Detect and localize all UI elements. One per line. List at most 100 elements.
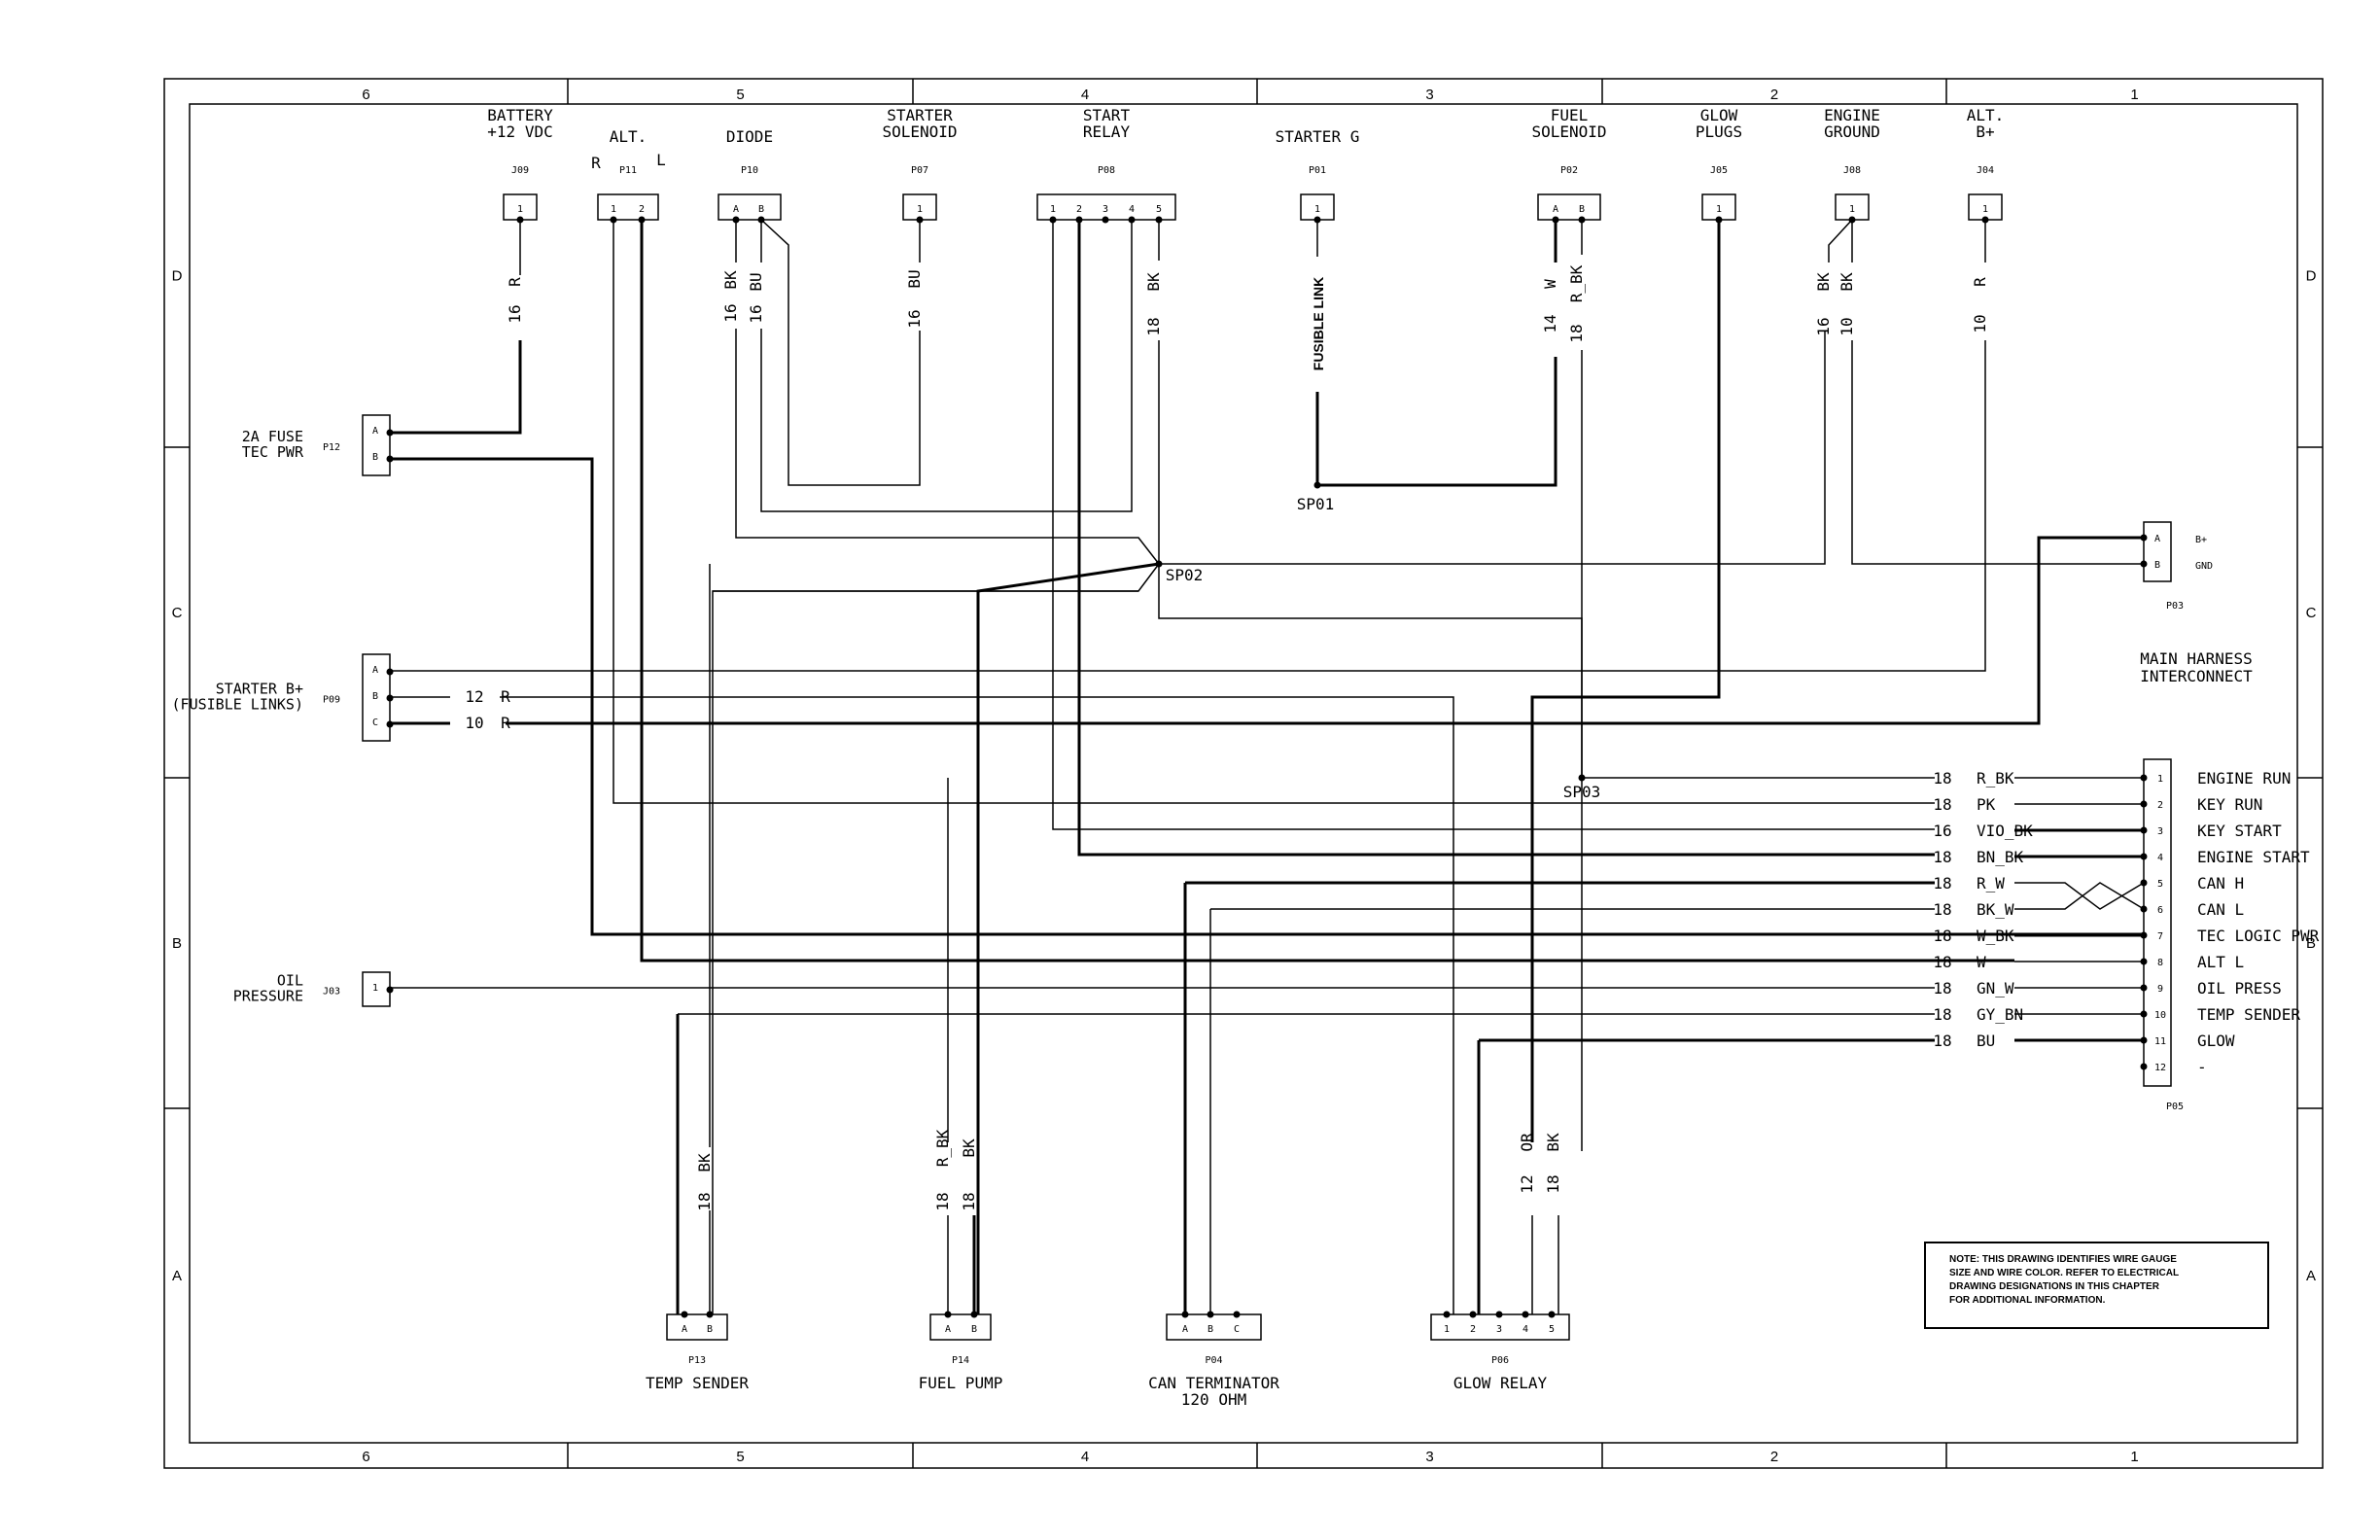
wire-gauge: 16 bbox=[1814, 317, 1833, 335]
wire-color: R bbox=[506, 277, 524, 287]
wire-gauge: 16 bbox=[747, 304, 765, 323]
wire-gauge: 18 bbox=[1544, 1174, 1562, 1193]
pin-dot bbox=[1522, 1311, 1529, 1318]
connector-title: TEMP SENDER bbox=[646, 1374, 749, 1392]
pin-label: 4 bbox=[2157, 853, 2163, 863]
pin-dot bbox=[1848, 216, 1856, 224]
wire-gauge: 18 bbox=[1933, 874, 1951, 892]
connector-title: STARTER G bbox=[1276, 127, 1360, 146]
pin-dot bbox=[386, 429, 394, 437]
connector-title: CAN TERMINATOR bbox=[1148, 1374, 1279, 1392]
pin-label: 4 bbox=[1522, 1324, 1528, 1335]
pin-label: 1 bbox=[517, 204, 523, 215]
p12-housing bbox=[362, 414, 391, 476]
wire bbox=[2014, 882, 2145, 910]
connector-title: FUEL bbox=[1551, 106, 1589, 124]
wire-gauge: 16 bbox=[506, 304, 524, 323]
connector-title: START bbox=[1083, 106, 1131, 124]
pin-dot bbox=[1049, 216, 1057, 224]
pin-label: 1 bbox=[1314, 204, 1320, 215]
wire bbox=[1315, 357, 1558, 487]
splice-label: SP01 bbox=[1297, 495, 1335, 513]
grid-row-label: D bbox=[172, 268, 183, 285]
connector-title: ENGINE bbox=[1824, 106, 1880, 124]
connector-title: DIODE bbox=[726, 127, 773, 146]
wire bbox=[640, 220, 1949, 962]
note-line: DRAWING DESIGNATIONS IN THIS CHAPTER bbox=[1949, 1281, 2160, 1292]
wire-color: BK bbox=[721, 270, 740, 290]
pin-dot bbox=[1578, 774, 1586, 782]
pin-dot bbox=[681, 1311, 688, 1318]
note-text: NOTE: THIS DRAWING IDENTIFIES WIRE GAUGE… bbox=[1949, 1254, 2179, 1306]
grid-column-label: 6 bbox=[362, 1449, 369, 1465]
p10-housing bbox=[718, 193, 782, 221]
fusible-link-label: FUSIBLE LINK bbox=[1311, 277, 1326, 370]
pin-dot bbox=[2140, 958, 2148, 965]
pin-dot bbox=[1207, 1311, 1214, 1318]
grid-column-label: 1 bbox=[2130, 1449, 2138, 1465]
connector-id: P12 bbox=[323, 442, 340, 453]
connector-title: STARTER bbox=[887, 106, 953, 124]
pin-label: A bbox=[1182, 1324, 1188, 1335]
pin-dot bbox=[1128, 216, 1136, 224]
j09-housing bbox=[503, 193, 538, 221]
wire-gauge: 18 bbox=[1567, 324, 1586, 342]
connector-title: (FUSIBLE LINKS) bbox=[172, 696, 303, 714]
pin-label: A bbox=[945, 1324, 951, 1335]
pin-dot bbox=[706, 1311, 714, 1318]
wires bbox=[390, 219, 2145, 1314]
p01-housing bbox=[1300, 193, 1335, 221]
grid-column-label: 4 bbox=[1081, 1449, 1089, 1465]
wire-gauge: 16 bbox=[721, 303, 740, 322]
grid-row-label: D bbox=[2306, 268, 2317, 285]
wire-color: BU bbox=[905, 269, 924, 288]
connector-id: P11 bbox=[619, 165, 637, 176]
pin-label: 2 bbox=[639, 204, 645, 215]
grid-column-label: 1 bbox=[2130, 87, 2138, 103]
connector-id: P02 bbox=[1560, 165, 1578, 176]
wire-gauge: 18 bbox=[1933, 769, 1951, 788]
p08-housing bbox=[1036, 193, 1176, 221]
pin-label: 2 bbox=[1076, 204, 1082, 215]
wire-gauge: 12 bbox=[465, 687, 483, 706]
drawing-frame bbox=[163, 78, 2324, 1469]
connector-id: P14 bbox=[952, 1355, 969, 1366]
connector-title: 2A FUSE bbox=[242, 428, 303, 445]
connector-title: GLOW bbox=[1700, 106, 1738, 124]
pin-label: A bbox=[1553, 204, 1558, 215]
wire-gauge: 18 bbox=[1933, 795, 1951, 814]
pin-dot bbox=[2140, 800, 2148, 808]
grid-column-label: 6 bbox=[362, 87, 369, 103]
connector-title: TEC PWR bbox=[242, 443, 304, 461]
wire-gauge: 18 bbox=[1144, 317, 1163, 335]
wire-gauge: 12 bbox=[1518, 1174, 1536, 1193]
pin-label: 7 bbox=[2157, 931, 2163, 942]
pin-function: CAN H bbox=[2197, 874, 2244, 892]
wire-color: BK bbox=[1838, 272, 1856, 292]
pin-label: 11 bbox=[2154, 1036, 2166, 1047]
pin-dot bbox=[1233, 1311, 1241, 1318]
grid-row-label: C bbox=[2306, 605, 2317, 621]
alt-r-label: R bbox=[591, 154, 601, 172]
pin-dot bbox=[1443, 1311, 1451, 1318]
wire bbox=[1851, 340, 2144, 565]
pin-label: C bbox=[1234, 1324, 1240, 1335]
wire-color: R bbox=[501, 714, 510, 732]
pin-label: 12 bbox=[2154, 1063, 2166, 1073]
wire bbox=[612, 220, 1935, 804]
wire-color: BN_BK bbox=[1977, 848, 2024, 866]
pin-dot bbox=[2140, 1063, 2148, 1070]
pin-dot bbox=[1155, 560, 1163, 568]
wire bbox=[1828, 219, 1853, 262]
connector-title: PLUGS bbox=[1696, 122, 1742, 141]
pin-label: 1 bbox=[372, 983, 378, 994]
connector-id: P10 bbox=[741, 165, 758, 176]
connector-id: J05 bbox=[1710, 165, 1728, 176]
connector-id: P13 bbox=[688, 1355, 706, 1366]
wire-color: BK bbox=[1544, 1133, 1562, 1152]
pin-label: 1 bbox=[1716, 204, 1722, 215]
splice-label: SP03 bbox=[1563, 783, 1601, 801]
pin-dot bbox=[1181, 1311, 1189, 1318]
